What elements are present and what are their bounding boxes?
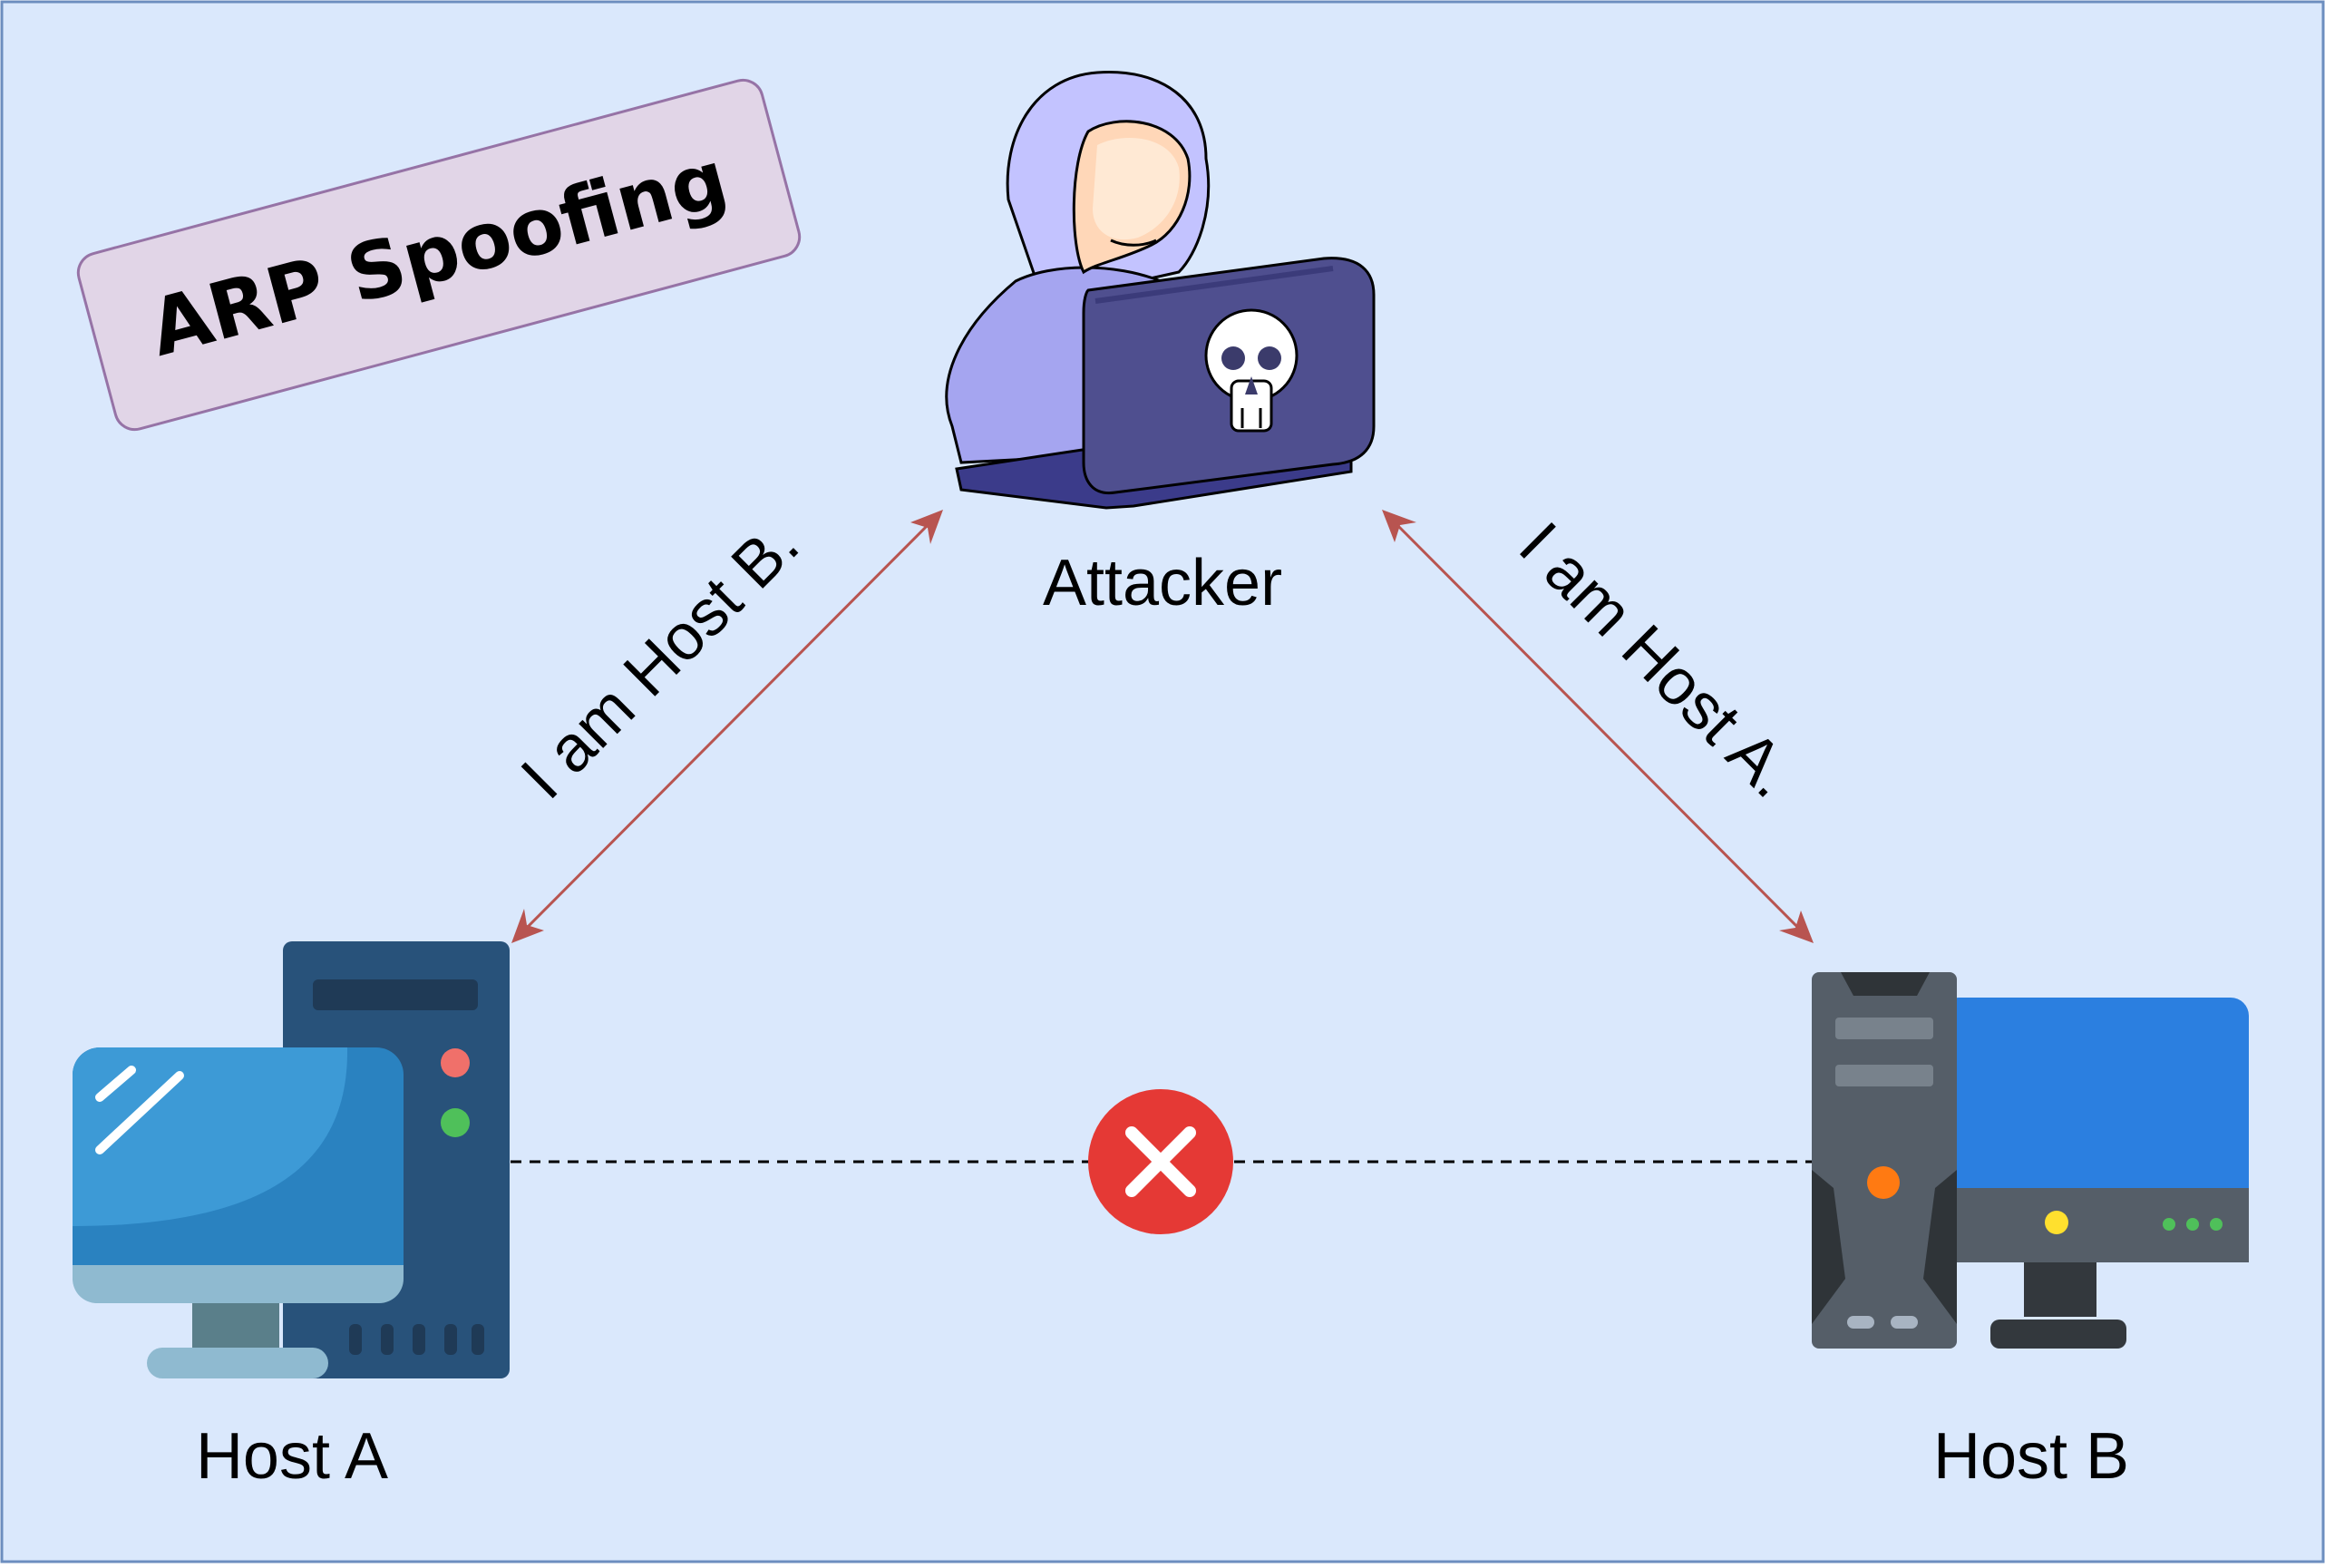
host-a-label: Host A [196, 1420, 388, 1493]
host-b-computer-icon [1812, 972, 2249, 1349]
host-a-computer-icon [73, 941, 510, 1378]
red-x-circle-icon [1088, 1089, 1233, 1234]
arrow-attacker-host-a [511, 510, 943, 943]
host-b-label: Host B [1933, 1420, 2129, 1493]
attacker-label: Attacker [1043, 547, 1282, 619]
arrow-attacker-host-b [1382, 510, 1814, 943]
hacker-icon [945, 71, 1376, 510]
